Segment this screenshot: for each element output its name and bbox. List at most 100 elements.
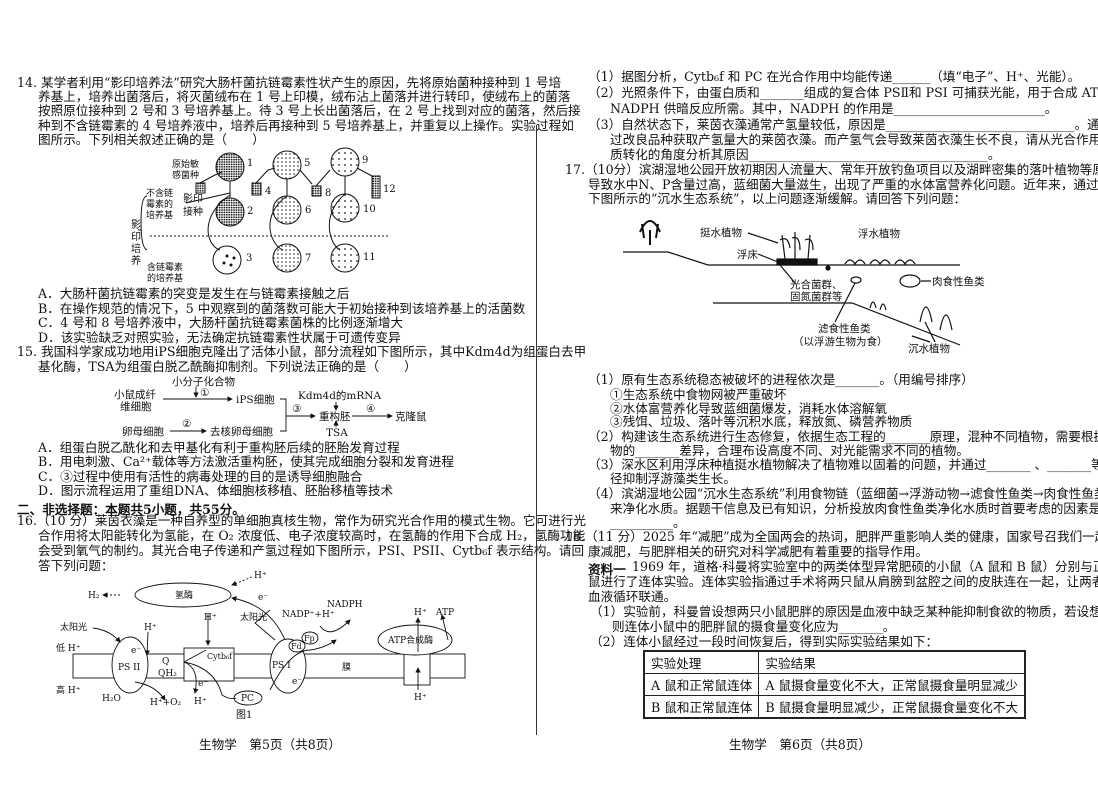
label-replica-culture: 养: [131, 254, 141, 267]
text-line: 1969 年，道格·科曼将实验室中的两类体型异常肥硕的小鼠（A 鼠和 B 鼠）分…: [632, 559, 1098, 574]
label-nadph: NADPH: [327, 600, 363, 610]
plate-1: [215, 152, 245, 182]
label-electron: e⁻: [198, 679, 208, 689]
table-header: 实验结果: [758, 650, 1026, 674]
text-line: 下图所示的“沉水生态系统”，以上问题逐渐缓解。请回答下列问题：: [588, 191, 967, 206]
label-h-plus: H⁺: [414, 608, 427, 618]
label-atp-synthase: ATP合成酶: [387, 634, 433, 646]
tube-original: [195, 182, 206, 194]
plate-number: 3: [246, 253, 252, 264]
page-footer-right: 生物学 第6页（共8页）: [729, 737, 871, 752]
plate-number: 10: [363, 204, 376, 215]
text-line: D．该实验缺乏对照实验，无法确定抗链霉素性状属于可遗传变异: [38, 329, 401, 345]
label-replica-culture: 培: [131, 242, 141, 255]
text-line: （1）原有生态系统稳态被破坏的进程依次是_______。（用编号排序）: [588, 372, 974, 387]
text-line: 14. 某学者利用“影印培养法”研究大肠杆菌抗链霉素性状产生的原因，先将原始菌种…: [17, 75, 562, 90]
label-strep-medium: 的培养基: [147, 272, 183, 284]
label-ips-cell: iPS细胞: [236, 393, 275, 406]
label-no-strep-medium: 培养基: [146, 209, 173, 221]
text-line: D．图示流程运用了重组DNA、体细胞核移植、胚胎移植等技术: [38, 483, 394, 499]
label-original-strain: 原始敏: [172, 158, 199, 170]
emergent-plant-icon: [779, 232, 814, 260]
label-low-h: 低 H⁺: [56, 642, 81, 654]
text-line: 养基上，培养出菌落后，将灭菌绒布在 1 号上印模，绒布沾上菌落并进行转印，使绒布…: [38, 89, 571, 105]
label-filter-feeding-fish: 滤食性鱼类: [818, 322, 871, 335]
label-replica-inoculation: 影印: [183, 193, 203, 205]
label-carnivorous-fish: 肉食性鱼类: [932, 275, 985, 288]
label-original-strain: 感菌种: [172, 169, 199, 181]
label-replica-inoculation: 接种: [183, 205, 203, 218]
q16-sub-1: （1）据图分析，Cytb₆f 和 PC 在光合作用中均能传递______（填“电…: [588, 69, 1080, 84]
label-submerged-plants: 沉水植物: [908, 342, 950, 355]
filter-fish-icon: [850, 276, 862, 284]
tube-4: [251, 182, 262, 196]
text-line: C．4 号和 8 号培养液中，大肠杆菌抗链霉素菌株的比例逐渐增大: [38, 315, 404, 331]
text-line: B．在操作规范的情况下，5 中观察到的菌落数可能大于初始接种到该培养基上的活菌数: [38, 300, 526, 316]
label-qh2: QH₂: [158, 669, 177, 679]
label-bacteria: 固氮菌群等: [790, 290, 843, 303]
table-row: A 鼠和正常鼠连体 A 鼠摄食量变化不大，正常鼠摄食量明显减少: [643, 673, 1026, 696]
text-line: 会受到氧气的制约。其光合电子传递和产氢过程如下图所示，PSI、PSII、Cytb…: [38, 543, 585, 558]
plate-11: [330, 243, 360, 273]
text-line: 17.（10分）滨湖湿地公园开放初期因人流量大、常年开放钓鱼项目以及湖畔密集的落…: [565, 162, 1098, 177]
plate-3: [212, 245, 242, 275]
plate-7: [272, 243, 302, 273]
plate-number: 4: [265, 186, 271, 197]
q18-sub-2: （2）连体小鼠经过一段时间恢复后，得到实际实验结果如下：: [590, 635, 938, 649]
atp-synthase-ellipse: [377, 624, 453, 656]
tube-8: [311, 185, 322, 197]
label-h-plus: H⁺: [254, 571, 267, 581]
text-line: 15. 我国科学家成功地用iPS细胞克隆出了活体小鼠，部分流程如下图所示，其中K…: [17, 344, 587, 359]
experiment-results-table: 实验处理 实验结果 A 鼠和正常鼠连体 A 鼠摄食量变化不大，正常鼠摄食量明显减…: [643, 650, 1026, 719]
label-h-plus: H⁺: [414, 693, 427, 703]
label-fp: Fp: [304, 634, 315, 643]
text-line: 16.（10 分）莱茵衣藻是一种自养型的单细胞真核生物，常作为研究光合作用的模式…: [17, 513, 586, 528]
text-line: 质转化的角度分析其原因_____________________________…: [610, 147, 1001, 162]
text-line: 18.（11 分）2025 年“减肥”成为全国两会的热词，肥胖严重影响人类的健康…: [565, 529, 1098, 544]
text-line: 合作用将太阳能转化为氢能，在 O₂ 浓度低、电子浓度较高时，在氢酶的作用下合成 …: [38, 528, 586, 543]
text-line: 鼠进行了连体实验。连体实验指通过手术将两只鼠从肩膀到盆腔之间的皮肤连在一起，让两…: [588, 574, 1098, 589]
pc-ellipse: [233, 690, 263, 706]
plate-number: 8: [325, 188, 331, 199]
table-cell: B 鼠摄食量明显减少，正常鼠摄食量变化不大: [758, 695, 1026, 719]
float-bed: [776, 258, 818, 266]
label-replica-culture: 印: [131, 231, 141, 243]
psi-ellipse: [269, 638, 307, 694]
text-line: 血液循环联通。: [588, 589, 677, 604]
label-atp: ATP: [435, 608, 454, 618]
tree-icon: [639, 220, 661, 245]
page-footer-left: 生物学 第5页（共8页）: [199, 737, 341, 752]
label-pc: PC: [241, 694, 254, 704]
label-kdm4d-mrna: Kdm4d的mRNA: [298, 389, 381, 402]
text-line: 导致水中N、P含量过高，蓝细菌大量滋生，出现了严重的水体富营养化问题。近年来，通…: [588, 176, 1098, 192]
text-line: 基化酶，TSA为组蛋白脱乙酰酶抑制剂。下列说法正确的是（ ）: [38, 358, 417, 374]
text-line: 种到不含链霉素的 4 号培养液中，培养后再接种到 5 号培养基上，并重复以上操作…: [38, 117, 574, 133]
plate-number: 1: [247, 158, 253, 169]
plate-number: 2: [247, 206, 253, 217]
step-3: ③: [292, 403, 302, 415]
table-cell: A 鼠摄食量变化不大，正常鼠摄食量明显减少: [758, 673, 1026, 696]
label-h2: H₂: [88, 591, 100, 601]
page-divider: [536, 125, 537, 735]
carnivore-fish-icon: [899, 274, 921, 288]
lake-bed-line: [713, 302, 961, 346]
label-electron: e⁻: [258, 593, 268, 603]
plate-number: 7: [305, 253, 311, 264]
submerged-plant-icon: [869, 301, 953, 331]
label-tsa: TSA: [326, 427, 348, 439]
text-line: 按照原位接种到 2 号和 3 号培养基上。待 3 号上长出菌落后，在 2 号上找…: [38, 103, 581, 119]
label-h-plus: H⁺: [194, 697, 207, 707]
text-line: 康减肥，与肥胖相关的研究对科学减肥有着重要的指导作用。: [588, 544, 929, 559]
text-line: 径抑制浮游藻类生长。: [610, 470, 736, 486]
q17-sub-2: （2）构建该生态系统进行生态修复，依据生态工程的_______原理，混种不同植物…: [588, 430, 1098, 457]
q17-sub-1: （1）原有生态系统稳态被破坏的进程依次是_______。（用编号排序）: [588, 373, 974, 387]
plate-number: 12: [383, 184, 396, 195]
label-h-o2: H⁺+O₂: [150, 698, 182, 708]
psii-ellipse: [111, 636, 149, 694]
q17-sub-3: （3）深水区利用浮床种植挺水植物解决了植物难以固着的问题，并通过_______ …: [588, 458, 1098, 485]
plate-6: [272, 195, 302, 225]
text-line: （2）光照条件下，由蛋白质和_______组成的复合体 PSⅡ和 PSI 可捕获…: [588, 85, 1098, 100]
label-h-plus: H⁺: [204, 613, 217, 623]
